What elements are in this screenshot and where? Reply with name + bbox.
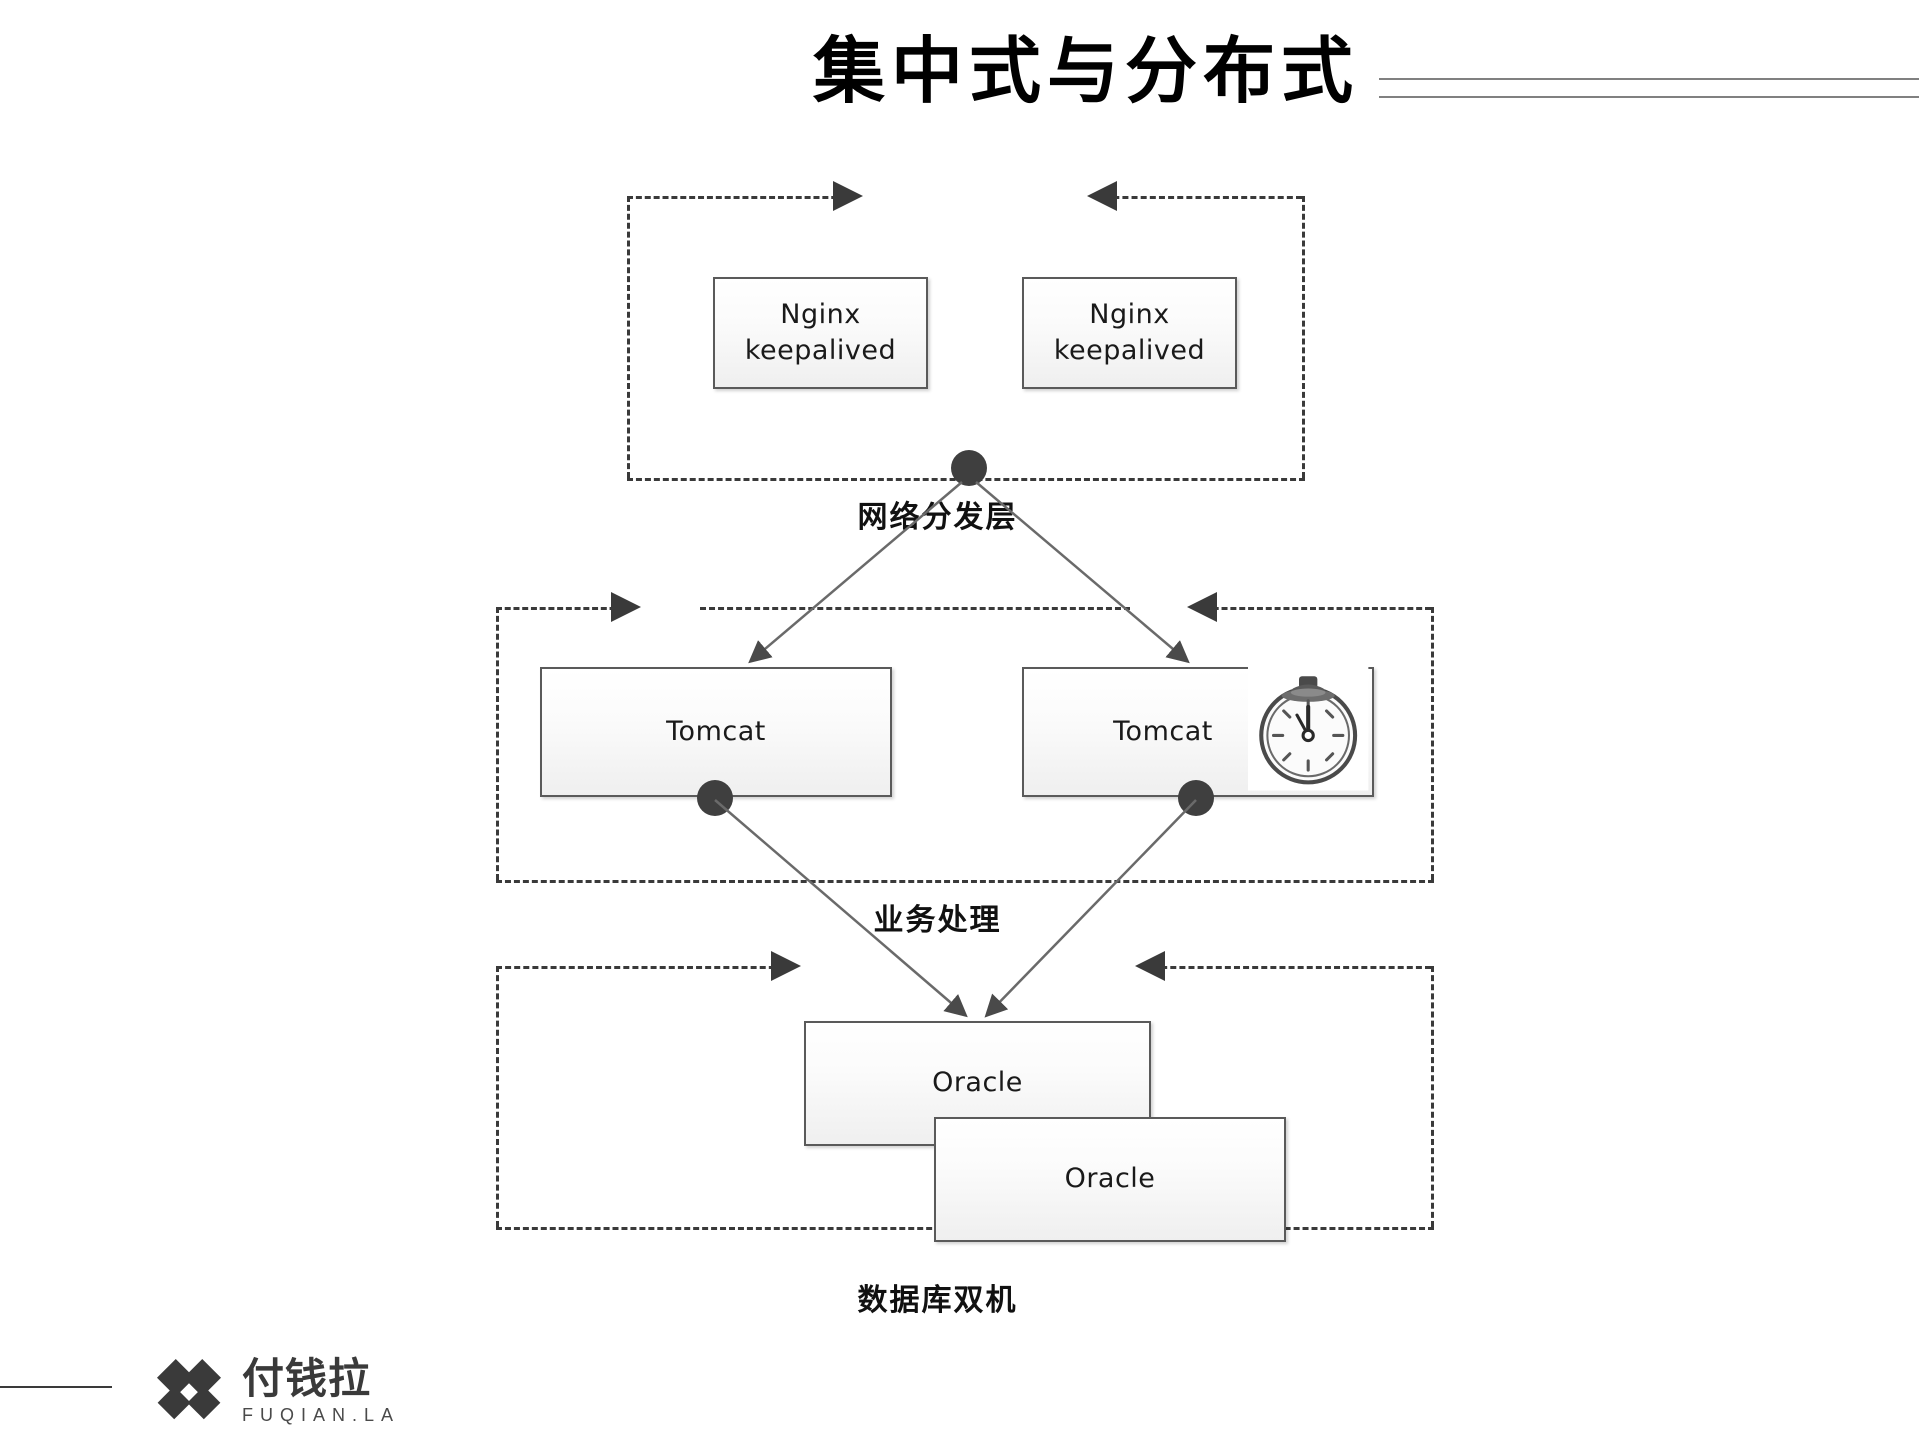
zone-business-bottom-edge xyxy=(496,880,1434,883)
connector-dot-network xyxy=(951,450,987,486)
nginx2-label-line2: keepalived xyxy=(1053,335,1206,366)
node-tomcat-1-label: Tomcat xyxy=(666,715,766,747)
node-nginx-keepalived-1-label: Nginx keepalived xyxy=(745,297,896,370)
connector-dot-tomcat-2 xyxy=(1178,780,1214,816)
logo-name-en: FUQIAN.LA xyxy=(242,1405,401,1425)
node-oracle-2-label: Oracle xyxy=(1064,1163,1156,1195)
footer-rule xyxy=(0,1386,112,1388)
layer-caption-business-processing: 业务处理 xyxy=(873,903,1002,938)
zone-network-top-right-edge xyxy=(1095,196,1302,199)
node-oracle-2[interactable]: Oracle xyxy=(934,1117,1286,1242)
title-rule-bottom xyxy=(1379,96,1919,98)
page-title: 集中式与分布式 xyxy=(812,32,1359,112)
node-tomcat-2[interactable]: Tomcat xyxy=(1022,667,1374,797)
zone-business-top-right-edge xyxy=(1195,607,1431,610)
logo-text: 付钱拉 FUQIAN.LA xyxy=(242,1354,401,1425)
zone-network-left-edge xyxy=(627,196,630,478)
zone-database-right-edge xyxy=(1431,966,1434,1227)
node-tomcat-1[interactable]: Tomcat xyxy=(540,667,892,797)
connector-dot-tomcat-1 xyxy=(697,780,733,816)
layer-caption-database-dual: 数据库双机 xyxy=(857,1283,1018,1318)
zone-business-top-left-edge xyxy=(496,607,633,610)
zone-business-left-edge xyxy=(496,607,499,880)
node-nginx-keepalived-2-label: Nginx keepalived xyxy=(1054,297,1205,370)
zone-business-right-edge xyxy=(1431,607,1434,880)
node-nginx-keepalived-2[interactable]: Nginx keepalived xyxy=(1022,277,1237,389)
zone-network-right-edge xyxy=(1302,196,1305,478)
node-oracle-1-label: Oracle xyxy=(932,1067,1023,1099)
title-double-rule xyxy=(1379,78,1919,100)
zone-business-top-mid-edge xyxy=(700,607,1130,610)
nginx-label-line1: Nginx xyxy=(780,298,861,330)
zone-database-top-right-edge xyxy=(1143,966,1431,969)
nginx-label-line2: keepalived xyxy=(744,335,897,366)
node-nginx-keepalived-1[interactable]: Nginx keepalived xyxy=(713,277,928,389)
zone-network-top-left-edge xyxy=(627,196,855,199)
title-rule-top xyxy=(1379,78,1919,80)
zone-database-top-left-edge xyxy=(496,966,793,969)
brand-logo: 付钱拉 FUQIAN.LA xyxy=(150,1352,400,1430)
diamond-cluster-icon xyxy=(156,1358,222,1420)
node-tomcat-2-label: Tomcat xyxy=(1113,715,1213,747)
layer-caption-network-distribution: 网络分发层 xyxy=(857,500,1018,535)
nginx2-label-line1: Nginx xyxy=(1089,298,1170,330)
logo-name-cn: 付钱拉 xyxy=(242,1354,372,1403)
zone-database-left-edge xyxy=(496,966,499,1227)
